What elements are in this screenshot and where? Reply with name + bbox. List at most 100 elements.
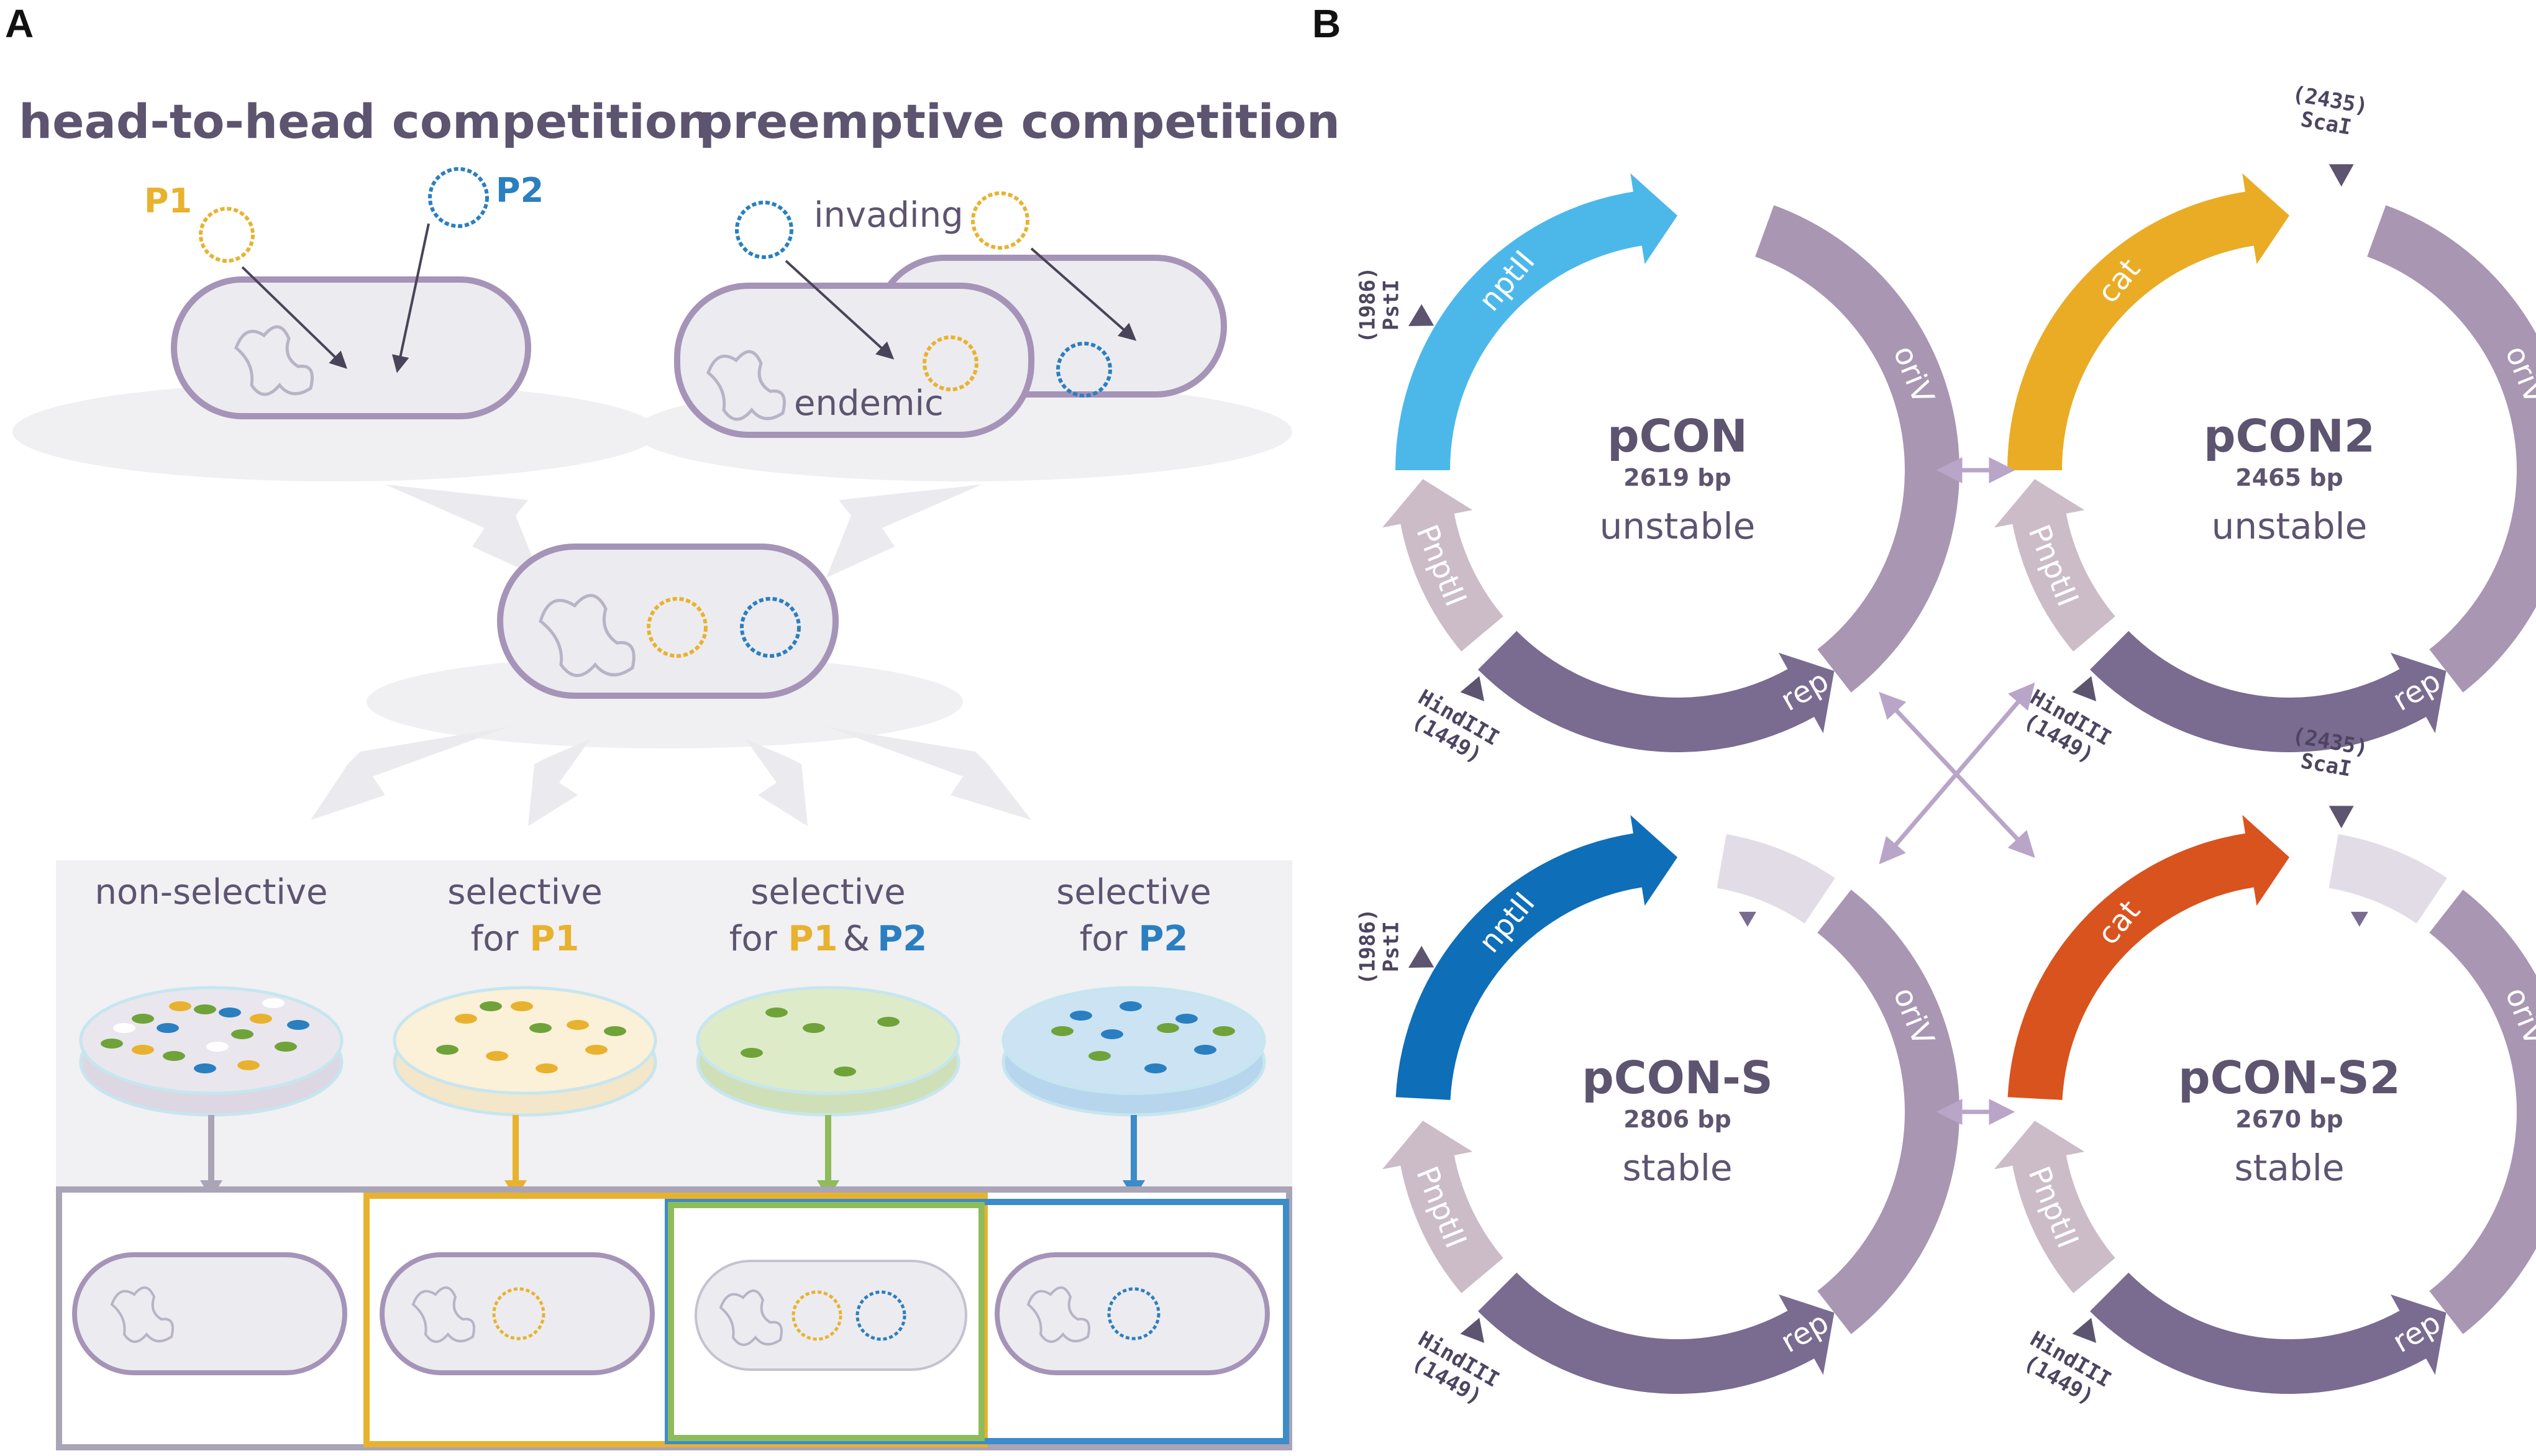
chromosome-icon <box>234 325 314 396</box>
psti-site-label: (1986)PstI <box>1356 909 1404 985</box>
oriV-segment <box>1817 890 1959 1334</box>
scai-site-label: (2435)ScaI <box>2286 81 2370 142</box>
promoter-PnptII <box>1994 479 2115 652</box>
hindiii-site-marker <box>1460 676 1485 701</box>
plasmid-stability: unstable <box>2212 505 2368 547</box>
hindiii-site-marker <box>2072 1317 2097 1343</box>
petri-dish-4 <box>1001 986 1266 1117</box>
stability-locus <box>1717 834 1835 924</box>
psti-site-label: (1986)PstI <box>1356 267 1404 344</box>
svg-text:non-selective: non-selective <box>95 872 328 912</box>
cell-head-to-head <box>171 276 531 419</box>
condition-label-1: non-selective <box>95 872 328 912</box>
oriV-segment <box>2367 205 2536 693</box>
plasmid-p2-coexist-icon <box>740 597 801 658</box>
oriV-segment <box>2429 890 2536 1334</box>
plasmid-invading-blue-icon <box>735 201 793 259</box>
plasmid-size: 2806 bp <box>1623 1106 1731 1133</box>
chromosome-icon-3 <box>539 594 636 677</box>
plasmid-name: pCON-S2 <box>2178 1052 2401 1104</box>
stability-locus-marker <box>1738 911 1756 927</box>
title-head-to-head: head-to-head competition <box>19 94 711 149</box>
arrow-p1-entry <box>241 266 348 369</box>
marker-gene-cat <box>2007 814 2289 1100</box>
scai-site-marker <box>2328 164 2354 187</box>
plasmid-p1-coexist-icon <box>647 597 708 658</box>
arrow-invading-2 <box>1030 247 1137 341</box>
rep-gene <box>2089 630 2447 752</box>
result-cell-2 <box>380 1252 655 1375</box>
label-p1: P1 <box>144 181 192 221</box>
psti-site-marker <box>1408 945 1434 968</box>
psti-site-marker <box>1408 304 1434 326</box>
plasmid-name: pCON2 <box>2204 410 2375 462</box>
result-cell-4 <box>995 1252 1270 1375</box>
hindiii-site-label: HindIII(1449) <box>1402 1327 1503 1413</box>
cell-front <box>674 283 1034 438</box>
petri-dish-2 <box>393 986 657 1117</box>
rep-gene <box>2089 1272 2447 1394</box>
marker-gene-nptII <box>1395 814 1677 1100</box>
marker-gene-nptII <box>1395 173 1677 470</box>
panel-a-label: A <box>5 1 34 46</box>
label-endemic: endemic <box>794 383 944 424</box>
swap-arrow-diag-2 <box>1879 682 2035 865</box>
flow-arrows-top <box>385 485 982 578</box>
stability-locus-marker <box>2350 911 2368 927</box>
condition-label-2: selective for P1 <box>447 872 603 959</box>
cell-coexisting <box>497 544 839 699</box>
arrow-p2-entry <box>391 223 430 373</box>
plasmid-invading-yellow-icon <box>971 191 1029 250</box>
promoter-PnptII <box>1382 1121 1503 1293</box>
svg-text:for P2: for P2 <box>1080 919 1188 959</box>
result-cell-1 <box>72 1252 347 1375</box>
plasmid-stability: stable <box>2234 1147 2344 1189</box>
plasmid-size: 2465 bp <box>2235 464 2343 491</box>
panel-b-label: B <box>1312 1 1341 46</box>
plasmid-p2-icon <box>428 167 489 228</box>
title-preemptive: preemptive competition <box>699 94 1340 149</box>
svg-text:for P1&P2: for P1&P2 <box>729 919 928 959</box>
condition-label-3: selective for P1&P2 <box>729 872 928 959</box>
petri-dish-1 <box>79 986 344 1117</box>
plasmid-name: pCON-S <box>1582 1052 1773 1104</box>
hindiii-site-marker <box>1460 1317 1485 1343</box>
arrow-invading-1 <box>785 260 895 360</box>
plasmid-stability: stable <box>1622 1147 1732 1189</box>
svg-text:selective: selective <box>750 872 906 912</box>
promoter-PnptII <box>1382 479 1503 652</box>
plasmid-name: pCON <box>1607 410 1748 462</box>
hindiii-site-label: HindIII(1449) <box>2014 1327 2115 1413</box>
hindiii-site-label: HindIII(1449) <box>1402 685 1503 771</box>
promoter-PnptII <box>1994 1121 2115 1293</box>
rep-gene <box>1477 1272 1835 1394</box>
condition-label-4: selective for P2 <box>1056 872 1211 959</box>
petri-dish-3 <box>696 986 960 1117</box>
plasmid-endemic-icon <box>923 335 978 391</box>
label-invading: invading <box>814 195 964 235</box>
marker-gene-cat <box>2007 173 2289 470</box>
plasmid-p1-icon <box>199 207 255 263</box>
rep-gene <box>1477 630 1835 752</box>
svg-text:selective: selective <box>1056 872 1211 912</box>
svg-text:for P1: for P1 <box>471 919 580 959</box>
plasmid-stability: unstable <box>1600 505 1756 547</box>
flow-arrows-bottom <box>311 727 1031 826</box>
oriV-segment <box>1755 205 1959 693</box>
label-p2: P2 <box>496 171 544 210</box>
hindiii-site-marker <box>2072 676 2097 701</box>
result-box-p1-p2 <box>668 1202 985 1441</box>
hindiii-site-label: HindIII(1449) <box>2014 685 2115 771</box>
plasmid-size: 2619 bp <box>1623 464 1731 491</box>
plasmid-size: 2670 bp <box>2235 1106 2343 1133</box>
chromosome-icon-2 <box>706 350 786 421</box>
result-cell-3 <box>695 1260 967 1371</box>
scai-site-marker <box>2328 806 2354 829</box>
svg-text:selective: selective <box>447 872 603 912</box>
